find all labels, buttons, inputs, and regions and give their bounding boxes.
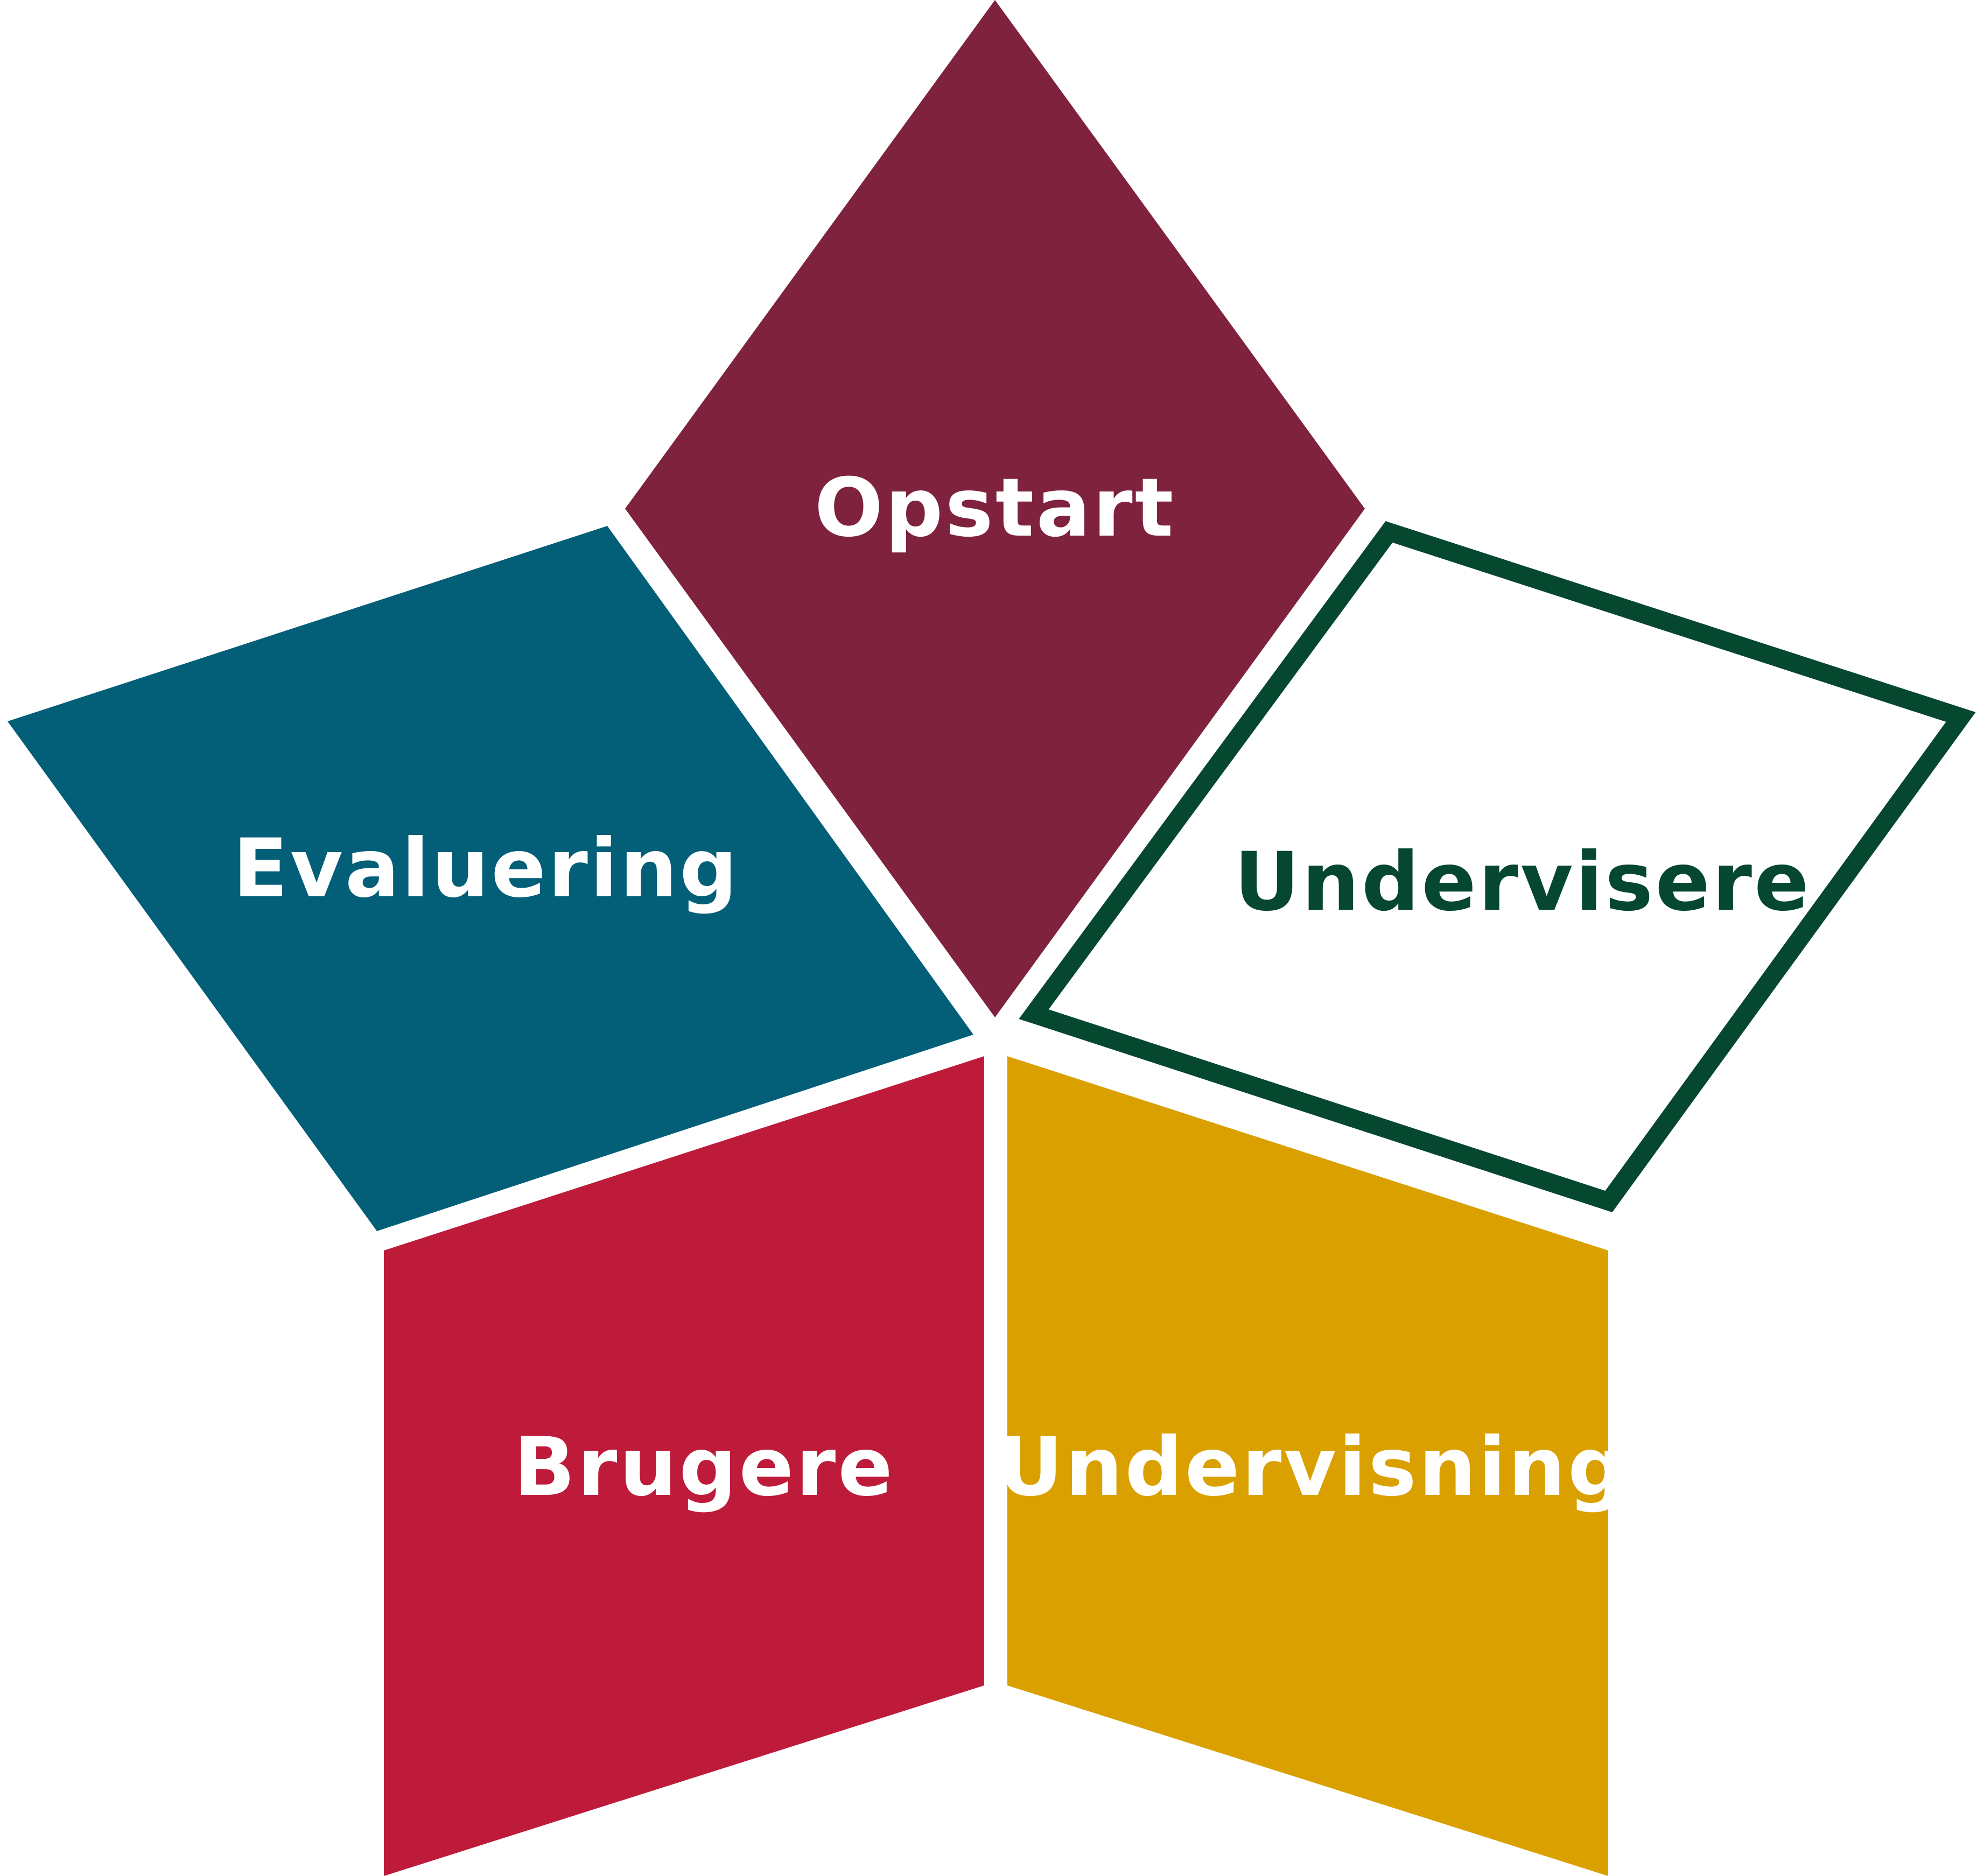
petal-opstart-shape: [625, 0, 1365, 1017]
petal-undervisning: Undervisning: [998, 1056, 1628, 1876]
petal-evaluering-label: Evaluering: [233, 822, 740, 916]
petal-undervisere: Undervisere: [1019, 521, 1976, 1212]
petal-brugere-label: Brugere: [514, 1421, 895, 1514]
petal-evaluering: Evaluering: [8, 526, 973, 1231]
petal-opstart-label: Opstart: [815, 461, 1176, 555]
petal-brugere: Brugere: [384, 1056, 984, 1876]
petal-undervisning-shape: [1007, 1056, 1608, 1876]
petal-evaluering-shape: [8, 526, 973, 1231]
petal-opstart: Opstart: [625, 0, 1365, 1017]
petal-brugere-shape: [384, 1056, 984, 1876]
petal-undervisning-label: Undervisning: [998, 1421, 1628, 1514]
petal-undervisere-shape: [1019, 521, 1976, 1212]
petal-undervisere-label: Undervisere: [1234, 835, 1811, 929]
